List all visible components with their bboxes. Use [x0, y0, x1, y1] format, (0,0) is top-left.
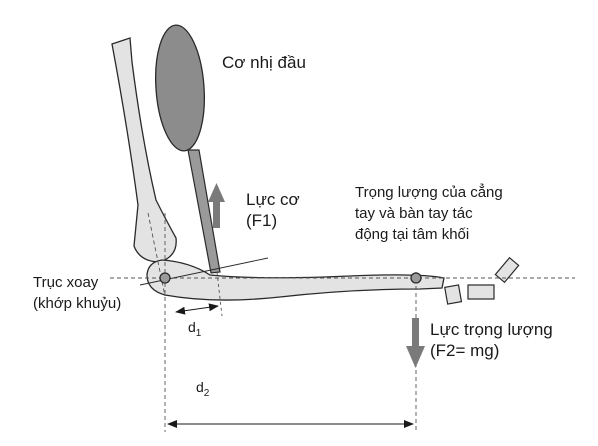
- gravity-force-label: Lực trọng lượng: [430, 320, 553, 339]
- muscle-force-symbol: (F1): [246, 211, 277, 230]
- forearm-bone: [146, 259, 445, 301]
- d1-dimension-arrow: [175, 303, 219, 315]
- muscle-force-label: Lực cơ: [246, 190, 300, 209]
- pivot-label: Trục xoay: [33, 274, 99, 291]
- pivot-sublabel: (khớp khuỷu): [33, 295, 121, 312]
- hand-bone: [444, 284, 463, 305]
- weight-description-line1: Trọng lượng của cẳng: [355, 183, 503, 201]
- pivot-point: [159, 272, 171, 284]
- d1-extension-dashed: [216, 271, 223, 317]
- arrow-down-icon: [406, 318, 425, 368]
- gravity-force-symbol: (F2= mg): [430, 341, 499, 360]
- d1-label: d1: [188, 319, 202, 339]
- center-of-mass-point: [410, 272, 422, 284]
- weight-description-line3: động tại tâm khối: [355, 226, 469, 243]
- arrow-up-icon: [208, 183, 225, 228]
- biceps-tendon: [187, 149, 221, 274]
- d2-label: d2: [196, 379, 210, 399]
- biceps-muscle: [155, 24, 205, 152]
- biceps-label: Cơ nhị đầu: [222, 53, 306, 72]
- hand-bone: [494, 256, 520, 284]
- weight-description-line2: tay và bàn tay tác: [355, 205, 473, 222]
- hand-bone: [467, 284, 495, 300]
